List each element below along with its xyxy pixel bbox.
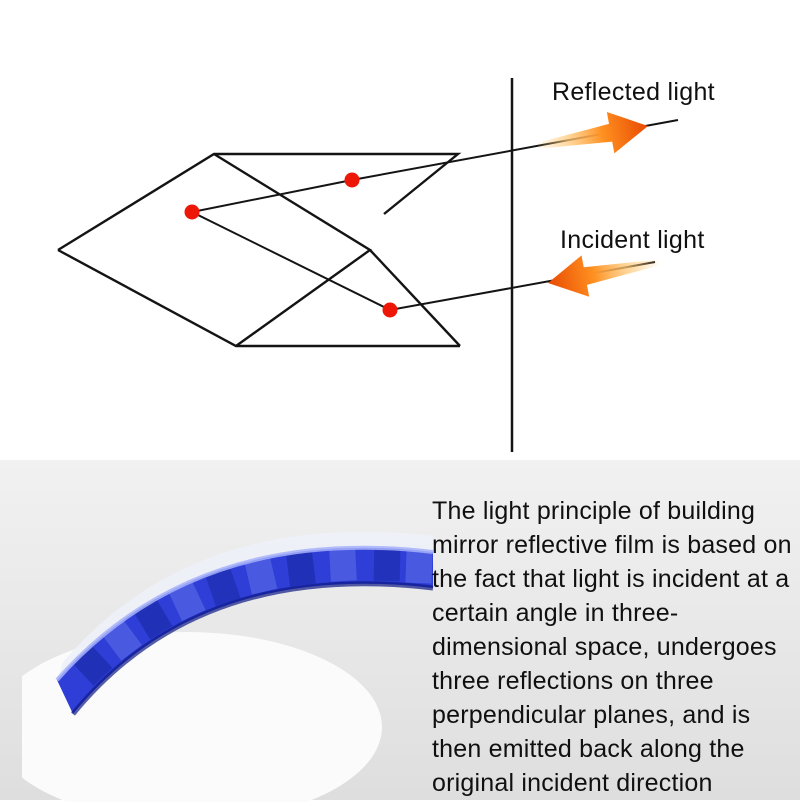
reflected-arrow-icon [537, 112, 648, 154]
incident-light-label: Incident light [560, 226, 705, 254]
tape-bottom-edge [71, 581, 434, 716]
reflective-tape-photo [22, 531, 434, 802]
reflected-light-label: Reflected light [552, 78, 715, 106]
reflection-dot [344, 172, 360, 188]
light-ray-path [188, 119, 679, 312]
reflection-dot [184, 204, 200, 220]
prism-outline [57, 152, 462, 348]
retroreflection-diagram: Reflected light Incident light [57, 78, 715, 452]
incident-arrow-icon [548, 255, 659, 297]
reflection-dot [382, 302, 398, 318]
caption-text: The light principle of building mirror r… [432, 497, 792, 797]
tape-top-highlight [55, 545, 434, 682]
